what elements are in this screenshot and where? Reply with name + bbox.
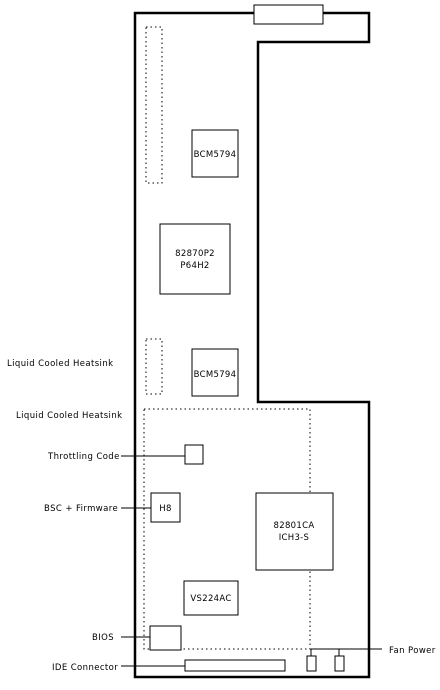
liquid-cooled-heatsink-label-2: Liquid Cooled Heatsink <box>16 411 122 421</box>
northbridge-label-line1: 82870P2 <box>175 249 215 259</box>
bios-label: BIOS <box>92 633 114 643</box>
fan-power-label: Fan Power <box>389 646 436 656</box>
bcm5794-chip-bottom <box>191 348 239 397</box>
bcm5794-bottom-label: BCM5794 <box>194 370 237 380</box>
ide-connector-label: IDE Connector <box>52 663 118 673</box>
northbridge-label-line2: P64H2 <box>180 261 209 271</box>
throttling-code-label: Throttling Code <box>47 452 120 462</box>
board-outline <box>133 11 371 679</box>
bios-chip <box>149 625 182 651</box>
northbridge-chip <box>159 223 231 295</box>
ich3s-chip <box>255 492 334 571</box>
vs224ac-chip <box>183 580 239 616</box>
fan-power-connector-2 <box>334 655 345 672</box>
h8-label: H8 <box>159 504 171 514</box>
ide-connector <box>184 659 286 672</box>
throttling-code-chip <box>184 444 204 465</box>
vs224ac-label: VS224AC <box>190 594 231 604</box>
ich3s-label-line1: 82801CA <box>274 521 315 531</box>
top-connector <box>253 4 324 25</box>
bcm5794-top-label: BCM5794 <box>194 150 237 160</box>
bsc-firmware-label: BSC + Firmware <box>44 504 118 514</box>
bcm5794-chip-top <box>191 129 239 178</box>
dotted-slot-upper <box>145 26 163 184</box>
ich3s-label-line2: ICH3-S <box>279 533 310 543</box>
fan-power-connector-1 <box>306 655 317 672</box>
liquid-cooled-heatsink-label-1: Liquid Cooled Heatsink <box>7 359 113 369</box>
